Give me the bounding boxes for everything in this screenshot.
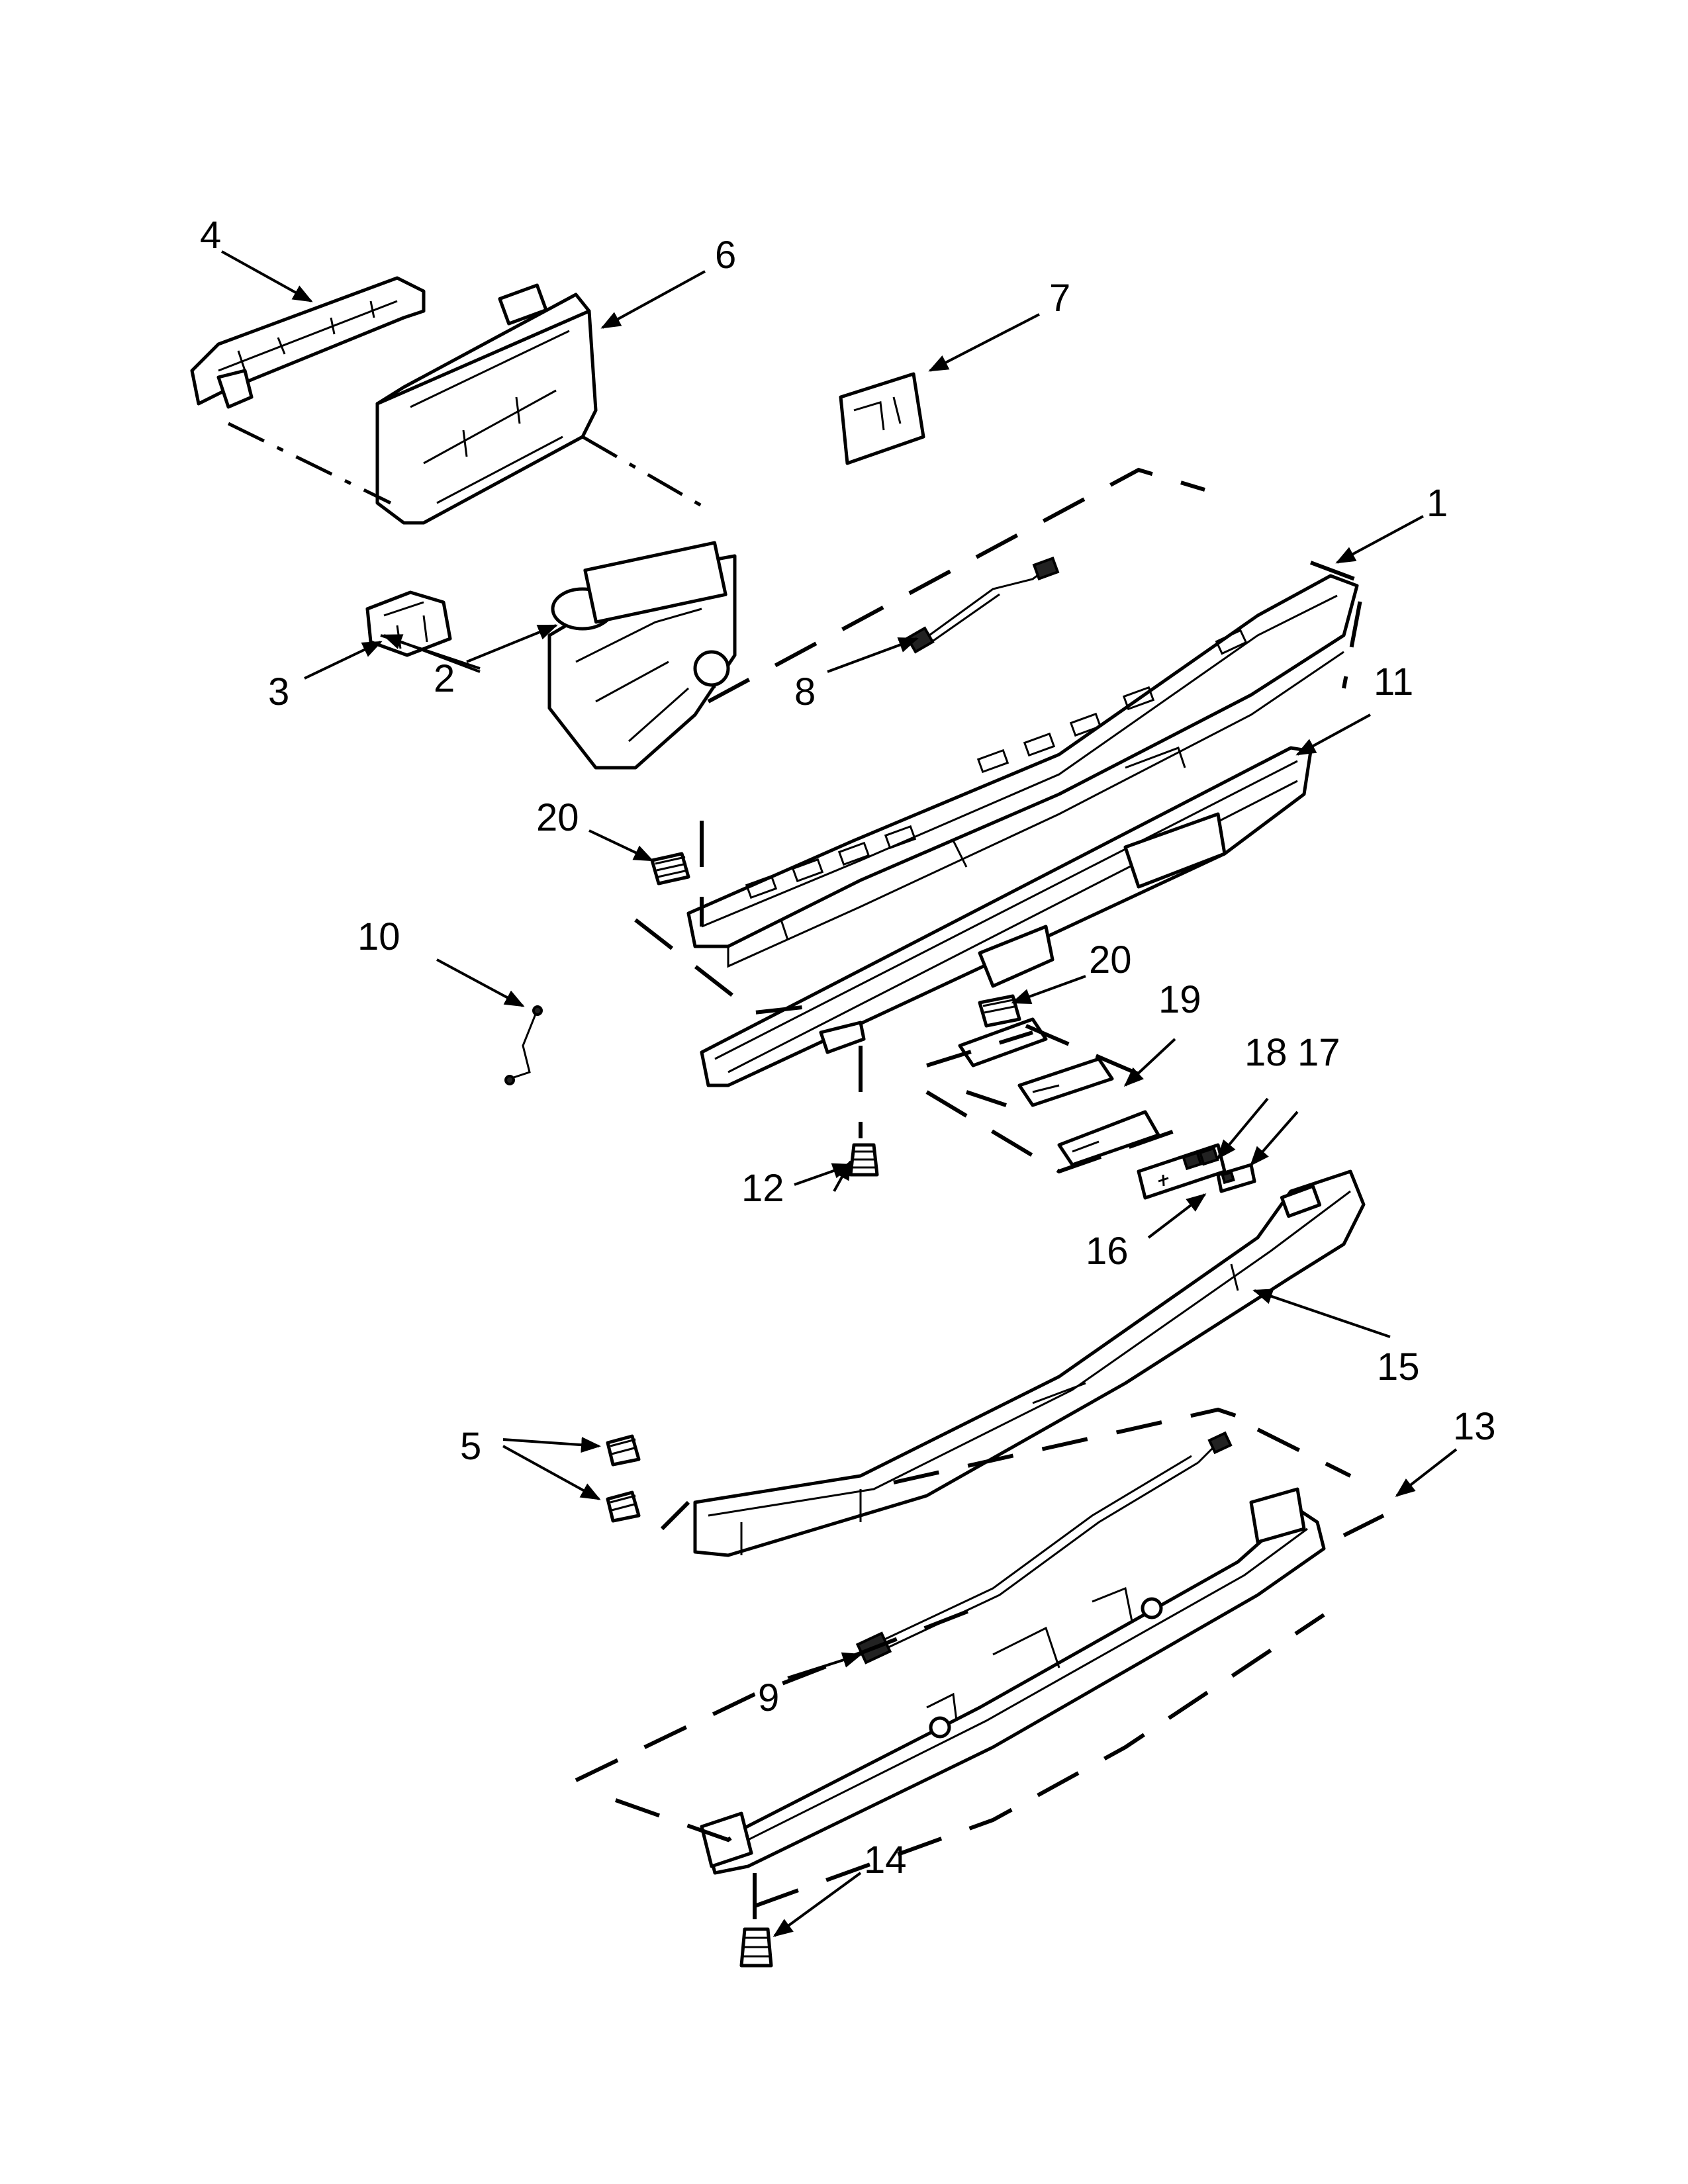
callout-11: 11 <box>1374 660 1413 704</box>
console-buttons <box>745 629 1248 899</box>
callout-17: 17 <box>1297 1031 1340 1074</box>
callout-10: 10 <box>357 915 400 958</box>
callout-2: 2 <box>434 657 455 700</box>
callout-1: 1 <box>1427 482 1448 525</box>
part-20-screw-upper <box>650 852 690 886</box>
part-14-screw <box>739 1927 773 1968</box>
part-5-screw-lower <box>606 1490 641 1523</box>
part-10-wire <box>504 1005 543 1085</box>
part-2-module <box>547 541 737 770</box>
part-5-screw-upper <box>606 1434 641 1467</box>
part-15-handle <box>693 1169 1366 1557</box>
callout-9: 9 <box>758 1676 779 1719</box>
callout-3: 3 <box>268 670 289 713</box>
part-4-bracket <box>190 276 426 409</box>
part-7-clip <box>839 372 925 465</box>
leader-arrows <box>221 250 1458 1937</box>
callout-20-upper: 20 <box>536 796 579 839</box>
callout-18: 18 <box>1244 1031 1288 1074</box>
part-20-screw-lower <box>978 994 1021 1028</box>
part-17-button <box>1216 1163 1256 1193</box>
callout-5: 5 <box>460 1425 481 1468</box>
part-6-control-housing <box>375 283 598 525</box>
part-18-button-panel <box>1137 1143 1227 1200</box>
callout-7: 7 <box>1049 277 1070 320</box>
callout-4: 4 <box>200 214 221 257</box>
part-11-rail <box>700 746 1313 1087</box>
assembly-guides <box>227 422 1385 1919</box>
callout-12: 12 <box>741 1167 784 1210</box>
callout-labels: 4 6 7 1 3 2 8 11 20 10 20 19 18 17 12 16… <box>200 214 1496 1882</box>
part-12-screw <box>849 1143 879 1177</box>
callout-6: 6 <box>715 234 736 277</box>
callout-8: 8 <box>794 670 816 713</box>
callout-16: 16 <box>1086 1230 1129 1273</box>
part-13-tray <box>700 1487 1326 1875</box>
part-8-wire-harness <box>906 556 1060 654</box>
callout-13: 13 <box>1453 1405 1496 1448</box>
callout-14: 14 <box>864 1839 907 1882</box>
part-1-console <box>686 574 1359 968</box>
callout-19: 19 <box>1158 978 1201 1021</box>
callout-15: 15 <box>1377 1345 1420 1388</box>
callout-20-lower: 20 <box>1089 938 1132 981</box>
